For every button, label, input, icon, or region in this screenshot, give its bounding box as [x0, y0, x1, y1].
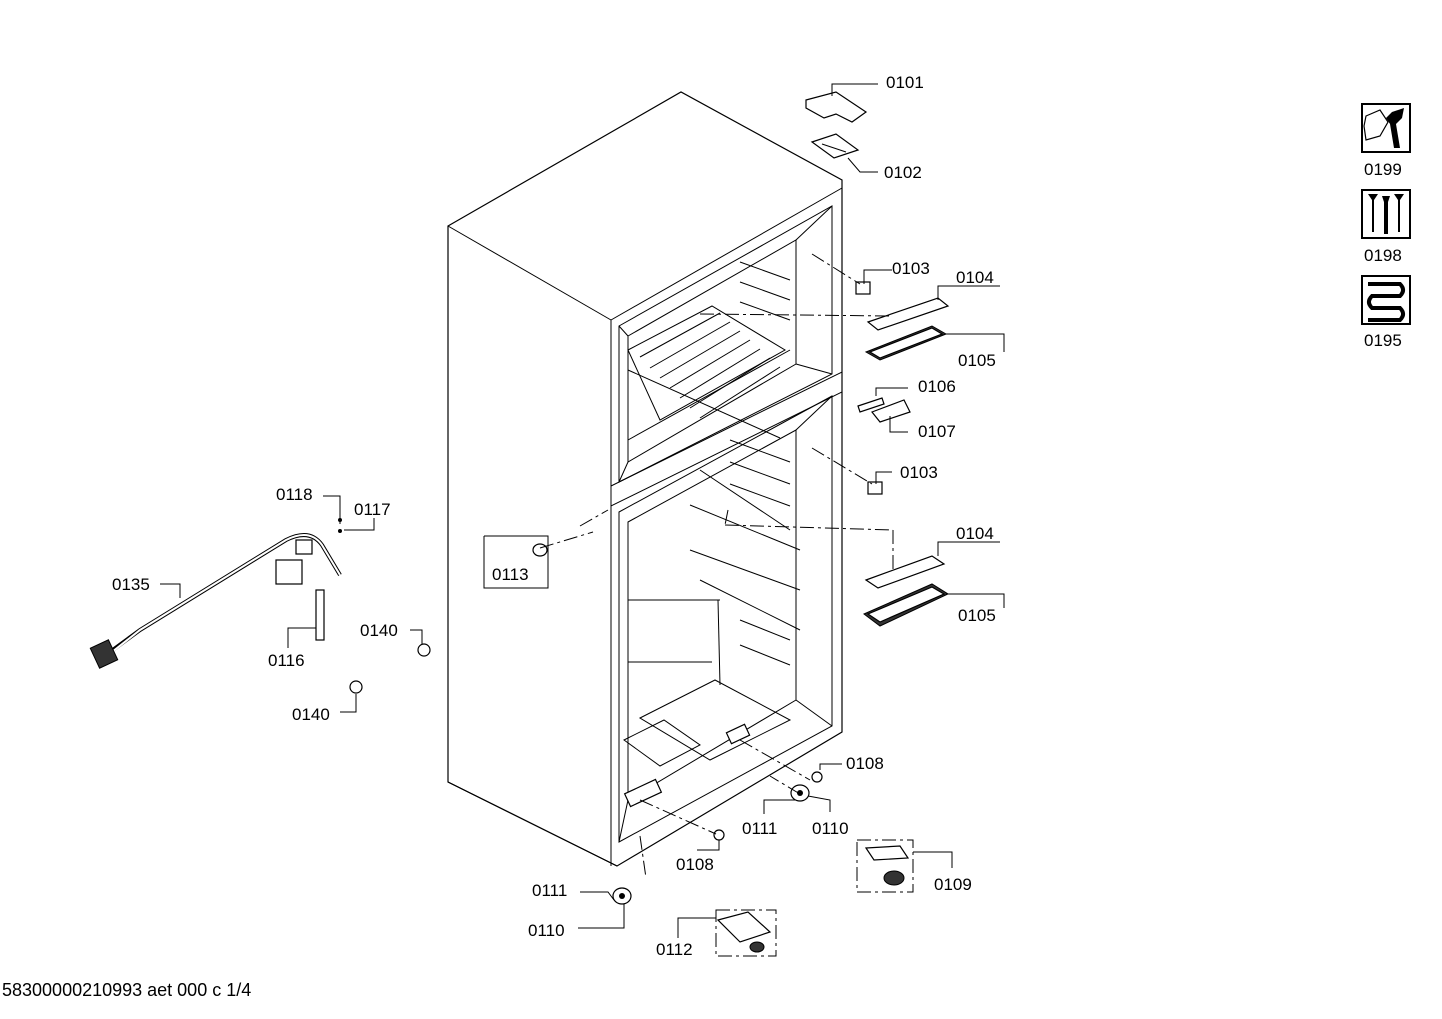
label-0105-lower: 0105	[958, 606, 996, 625]
leader-lines	[160, 83, 1005, 938]
part-0109-bottom-hinge-kit	[856, 839, 914, 893]
part-0102-top-hinge	[810, 133, 860, 159]
part-0110-foot-right	[790, 784, 810, 802]
kit-label-0198: 0198	[1364, 246, 1402, 265]
kit-0195: 0195	[1361, 275, 1411, 350]
part-0106-shim	[857, 397, 885, 413]
label-0116: 0116	[268, 651, 305, 670]
kit-label-0199: 0199	[1364, 160, 1402, 179]
drawing-footer-id: 58300000210993 aet 000 c 1/4	[2, 980, 252, 1000]
part-0104-strip-upper	[866, 297, 950, 331]
part-0105-filter-upper	[864, 325, 948, 361]
assembly-lines	[539, 253, 894, 879]
label-0104-lower: 0104	[956, 524, 994, 543]
label-0108-left: 0108	[676, 855, 714, 874]
part-0108-spacer-left	[713, 829, 725, 841]
part-0103-clip-lower	[867, 481, 883, 495]
part-0108-spacer-right	[811, 771, 823, 783]
label-0135: 0135	[112, 575, 150, 594]
part-0104-strip-lower	[864, 555, 946, 589]
label-0111-left: 0111	[532, 881, 567, 900]
part-0101-hinge-cover	[805, 91, 868, 123]
kit-label-0195: 0195	[1364, 331, 1402, 350]
label-0111-right: 0111	[742, 819, 777, 838]
label-0101: 0101	[886, 73, 924, 92]
label-0110-right: 0110	[812, 819, 849, 838]
label-0140-lower: 0140	[292, 705, 330, 724]
part-0135-power-cord	[89, 533, 342, 669]
label-0118: 0118	[276, 485, 313, 504]
part-0107-middle-hinge	[871, 399, 911, 423]
label-0140-upper: 0140	[360, 621, 398, 640]
part-0103-clip-upper	[855, 281, 871, 295]
kit-0198: 0198	[1361, 189, 1411, 265]
freezer-shelf	[627, 305, 791, 441]
label-0107: 0107	[918, 422, 956, 441]
part-0116-sensor	[315, 589, 325, 641]
label-0103-lower: 0103	[900, 463, 938, 482]
part-0113-plug	[532, 543, 548, 557]
label-0104-upper: 0104	[956, 268, 994, 287]
part-0140-cap-upper	[417, 643, 431, 657]
label-0110-left: 0110	[528, 921, 565, 940]
label-0112: 0112	[656, 940, 693, 959]
heating-coil-icon	[1367, 282, 1405, 322]
part-0112-hinge-kit	[715, 909, 777, 957]
part-0140-cap-lower	[349, 680, 363, 694]
label-0109: 0109	[934, 875, 972, 894]
label-0117: 0117	[354, 500, 391, 519]
label-0106: 0106	[918, 377, 956, 396]
label-0113: 0113	[492, 565, 529, 584]
label-0108-right: 0108	[846, 754, 884, 773]
label-0102: 0102	[884, 163, 922, 182]
wrench-icon	[1363, 108, 1404, 148]
part-labels: 0101 0102 0103 0104 0105 0106 0107 0103 …	[112, 73, 996, 959]
label-0103-upper: 0103	[892, 259, 930, 278]
label-0105-upper: 0105	[958, 351, 996, 370]
refrigerator-cabinet	[447, 91, 843, 867]
part-0105-filter-lower	[863, 583, 950, 627]
part-0117-screw	[338, 529, 342, 533]
part-0110-foot-left	[612, 887, 632, 905]
kit-0199: 0199	[1361, 103, 1411, 179]
screws-icon	[1368, 194, 1404, 234]
